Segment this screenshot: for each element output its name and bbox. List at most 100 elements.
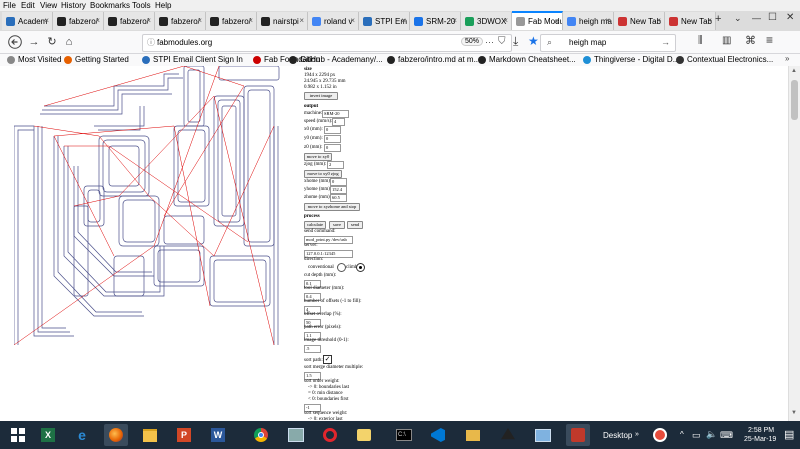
close-window-icon[interactable]: ✕ bbox=[786, 12, 795, 23]
fab-modules-app-icon[interactable] bbox=[566, 424, 590, 446]
tab-7[interactable]: STPI Em× bbox=[359, 12, 410, 30]
bookmark-5[interactable]: fabzero/intro.md at m... bbox=[387, 55, 480, 64]
tab-2[interactable]: fabzero/× bbox=[104, 12, 155, 30]
terminal-icon[interactable]: C:\ bbox=[392, 424, 416, 446]
tab-13[interactable]: New Tab× bbox=[665, 12, 716, 30]
home-icon[interactable]: ⌂ bbox=[65, 36, 73, 48]
tab-4[interactable]: fabzero/× bbox=[206, 12, 257, 30]
search-text[interactable]: heigh map bbox=[569, 38, 607, 47]
zhome-input[interactable]: 60.5 bbox=[330, 194, 347, 202]
desktop-toolbar-label[interactable]: Desktop bbox=[603, 431, 633, 440]
move-zjog-button[interactable]: move to xy0 zjog bbox=[304, 170, 342, 178]
speed-input[interactable]: 4 bbox=[332, 118, 345, 126]
tray-overflow-icon[interactable]: ^ bbox=[680, 430, 684, 439]
desktop-toolbar-chevron-icon[interactable]: » bbox=[635, 431, 639, 438]
tab-close-icon[interactable]: × bbox=[401, 16, 406, 25]
x0-input[interactable]: 0 bbox=[324, 126, 341, 134]
tab-close-icon[interactable]: × bbox=[656, 16, 661, 25]
menu-file[interactable]: File bbox=[3, 1, 16, 10]
tab-close-icon[interactable]: × bbox=[299, 16, 304, 25]
move-xy0-button[interactable]: move to xy0 bbox=[304, 153, 332, 161]
tab-10[interactable]: Fab Modu× bbox=[512, 11, 563, 30]
firefox-icon[interactable] bbox=[104, 424, 128, 446]
bookmark-8[interactable]: Contextual Electronics... bbox=[676, 55, 773, 64]
powerpoint-icon[interactable]: P bbox=[172, 424, 196, 446]
merge-input[interactable]: 1.5 bbox=[304, 372, 321, 380]
hamburger-menu-icon[interactable]: ≡ bbox=[766, 33, 774, 47]
tab-5[interactable]: nairstpi× bbox=[257, 12, 308, 30]
tab-close-icon[interactable]: × bbox=[95, 16, 100, 25]
file-explorer-icon[interactable] bbox=[138, 424, 162, 446]
tab-list-icon[interactable]: ⌄ bbox=[734, 13, 742, 23]
bookmark-0[interactable]: Most Visited bbox=[7, 55, 61, 64]
internet-explorer-icon[interactable]: e bbox=[78, 427, 86, 443]
extension-icon[interactable]: ⌘ bbox=[745, 35, 756, 47]
tab-9[interactable]: 3DWOX× bbox=[461, 12, 512, 30]
keyboard-icon[interactable]: ⌨ bbox=[720, 430, 733, 440]
notifications-icon[interactable]: ▤ bbox=[784, 429, 795, 441]
volume-icon[interactable]: 🔈 bbox=[706, 429, 718, 439]
tool-diameter-input[interactable]: 0.4 bbox=[304, 293, 321, 301]
scroll-up-arrow[interactable]: ▲ bbox=[791, 68, 797, 74]
tab-close-icon[interactable]: × bbox=[707, 16, 712, 25]
menu-tools[interactable]: Tools bbox=[132, 1, 151, 10]
send-button[interactable]: send bbox=[347, 221, 363, 229]
bookmark-4[interactable]: GitHub - Academany/... bbox=[289, 55, 383, 64]
bookmark-6[interactable]: Markdown Cheatsheet... bbox=[478, 55, 576, 64]
z0-input[interactable]: 0 bbox=[324, 144, 341, 152]
menu-view[interactable]: View bbox=[40, 1, 58, 10]
tray-app-icon[interactable] bbox=[648, 424, 672, 446]
tab-close-icon[interactable]: × bbox=[452, 16, 457, 25]
page-scrollbar[interactable]: ▲ ▼ bbox=[788, 66, 800, 421]
start-button-icon[interactable] bbox=[6, 424, 30, 446]
search-bar[interactable]: ⌕ heigh map → bbox=[540, 34, 676, 52]
folder-icon[interactable] bbox=[461, 424, 485, 446]
forward-icon[interactable]: → bbox=[28, 36, 40, 48]
tab-close-icon[interactable]: × bbox=[554, 17, 559, 26]
conventional-radio[interactable] bbox=[337, 263, 346, 272]
tab-close-icon[interactable]: × bbox=[350, 16, 355, 25]
clock-date[interactable]: 25-Mar-19 bbox=[744, 436, 777, 443]
sort-path-checkbox[interactable]: ✓ bbox=[323, 355, 332, 364]
search-go-icon[interactable]: → bbox=[661, 37, 670, 47]
minimize-icon[interactable]: — bbox=[752, 13, 761, 23]
menu-history[interactable]: History bbox=[61, 1, 86, 10]
cut-depth-input[interactable]: 0.1 bbox=[304, 280, 321, 288]
library-icon[interactable]: ⫼ bbox=[698, 35, 703, 46]
scroll-down-arrow[interactable]: ▼ bbox=[791, 410, 797, 416]
tab-1[interactable]: fabzero/× bbox=[53, 12, 104, 30]
bookmark-star-icon[interactable]: ★ bbox=[528, 34, 539, 48]
sidebar-icon[interactable]: ▥ bbox=[722, 35, 732, 46]
menu-bookmarks[interactable]: Bookmarks bbox=[90, 1, 131, 10]
send-command-input[interactable]: mod_print.py /dev/usb bbox=[304, 236, 353, 244]
calculate-button[interactable]: calculate bbox=[304, 221, 326, 229]
page-actions-icon[interactable]: ⋯ bbox=[485, 37, 494, 47]
overlap-input[interactable]: 50 bbox=[304, 319, 321, 327]
opera-icon[interactable] bbox=[318, 424, 342, 446]
path-error-input[interactable]: 1.1 bbox=[304, 332, 321, 340]
tab-11[interactable]: heigh ma× bbox=[563, 12, 614, 30]
tab-close-icon[interactable]: × bbox=[605, 16, 610, 25]
vscode-icon[interactable] bbox=[426, 424, 450, 446]
menu-edit[interactable]: Edit bbox=[21, 1, 35, 10]
tab-3[interactable]: fabzero/× bbox=[155, 12, 206, 30]
paint-icon[interactable] bbox=[352, 424, 376, 446]
remote-desktop-icon[interactable] bbox=[531, 424, 555, 446]
reload-icon[interactable]: ↻ bbox=[47, 36, 57, 48]
move-home-button[interactable]: move to xyzhome and stop bbox=[304, 203, 360, 211]
tab-close-icon[interactable]: × bbox=[44, 16, 49, 25]
url-bar[interactable]: ⓘ fabmodules.org 50% ⋯ ⛉ bbox=[142, 34, 512, 52]
maximize-icon[interactable]: ☐ bbox=[768, 12, 777, 23]
offsets-input[interactable]: 4 bbox=[304, 306, 321, 314]
tab-close-icon[interactable]: × bbox=[197, 16, 202, 25]
network-tray-icon[interactable]: ▭ bbox=[692, 430, 701, 440]
threshold-input[interactable]: .5 bbox=[304, 345, 321, 353]
bookmark-1[interactable]: Getting Started bbox=[64, 55, 129, 64]
bookmarks-overflow-icon[interactable]: » bbox=[785, 54, 790, 63]
chrome-icon[interactable] bbox=[249, 424, 273, 446]
word-icon[interactable]: W bbox=[206, 424, 230, 446]
zjog-input[interactable]: 2 bbox=[327, 161, 344, 169]
tab-6[interactable]: roland v× bbox=[308, 12, 359, 30]
scrollbar-thumb[interactable] bbox=[791, 80, 798, 120]
y0-input[interactable]: 0 bbox=[324, 135, 341, 143]
